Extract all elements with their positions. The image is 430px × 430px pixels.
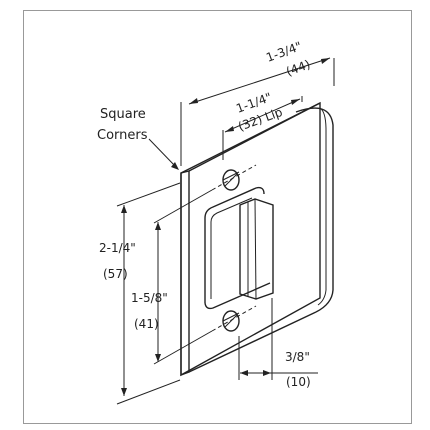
square-corners-label-line1: Square (100, 107, 146, 122)
dimension-hole-spacing (153, 189, 213, 365)
screw-hole-top (222, 169, 240, 191)
dimension-lip (222, 96, 303, 160)
height-imperial: 2-1/4" (99, 241, 136, 255)
diagram-border (23, 10, 412, 424)
latch-opening (204, 186, 274, 310)
dimension-overall-width (180, 57, 335, 166)
offset-imperial: 3/8" (285, 350, 310, 364)
screw-hole-bottom (222, 310, 240, 332)
hole-centerline-top (211, 164, 257, 191)
dimension-offset (238, 298, 318, 380)
square-corners-leader (148, 138, 179, 170)
square-corners-label-line2: Corners (97, 128, 148, 143)
hole-centerline-bottom (211, 305, 257, 332)
height-metric: (57) (103, 267, 128, 281)
hole-spacing-imperial: 1-5/8" (131, 291, 168, 305)
dimension-height (116, 182, 181, 405)
hole-spacing-metric: (41) (134, 317, 159, 331)
offset-metric: (10) (286, 375, 311, 389)
strike-plate (180, 101, 334, 377)
